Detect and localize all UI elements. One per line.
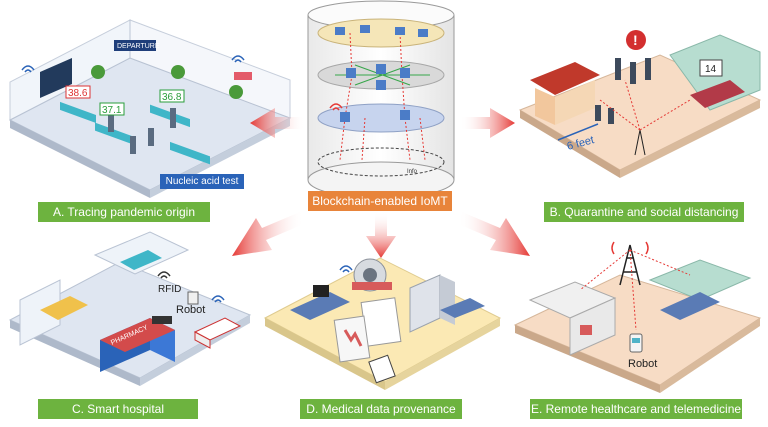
panel-d-scene	[263, 257, 502, 390]
robot-label-c: Robot	[176, 304, 206, 316]
rfid-label: RFID	[158, 284, 182, 295]
alert-icon: !	[633, 32, 638, 48]
calendar-day: 14	[705, 64, 717, 75]
panel-b-label: B. Quarantine and social distancing	[544, 202, 744, 222]
signal-icon	[611, 241, 649, 255]
robot-label-e: Robot	[628, 358, 658, 370]
panel-c-label: C. Smart hospital	[38, 399, 198, 419]
departure-sign: DEPARTURE	[117, 43, 160, 50]
panel-b-scene: 14 ! 6 feet	[518, 30, 762, 178]
signal-icon	[329, 103, 343, 111]
rfid-icon	[157, 271, 171, 279]
panel-c-scene: PHARMACY	[8, 231, 252, 386]
nucleic-acid-test-label: Nucleic acid test	[160, 174, 244, 189]
wifi-icon	[211, 295, 225, 303]
temp-reading: 38.6	[68, 88, 88, 99]
panel-a-scene: DEPARTURE 38.6 37.1 36.8	[8, 19, 292, 198]
wifi-icon	[231, 55, 245, 63]
center-title-label: Blockchain-enabled IoMT	[308, 191, 452, 211]
wifi-icon	[21, 65, 35, 73]
panel-d-label: D. Medical data provenance	[300, 399, 462, 419]
flow-arrows	[232, 108, 530, 258]
camera-icon	[234, 72, 252, 80]
temp-reading: 36.8	[162, 92, 182, 103]
panel-a-label: A. Tracing pandemic origin	[38, 202, 210, 222]
info-label: Info	[407, 169, 418, 175]
panel-e-label: E. Remote healthcare and telemedicine	[530, 399, 742, 419]
panel-e-scene	[513, 241, 762, 393]
blockchain-cylinder: Info	[307, 0, 455, 199]
temp-reading: 37.1	[102, 105, 122, 116]
wifi-icon	[339, 265, 353, 273]
